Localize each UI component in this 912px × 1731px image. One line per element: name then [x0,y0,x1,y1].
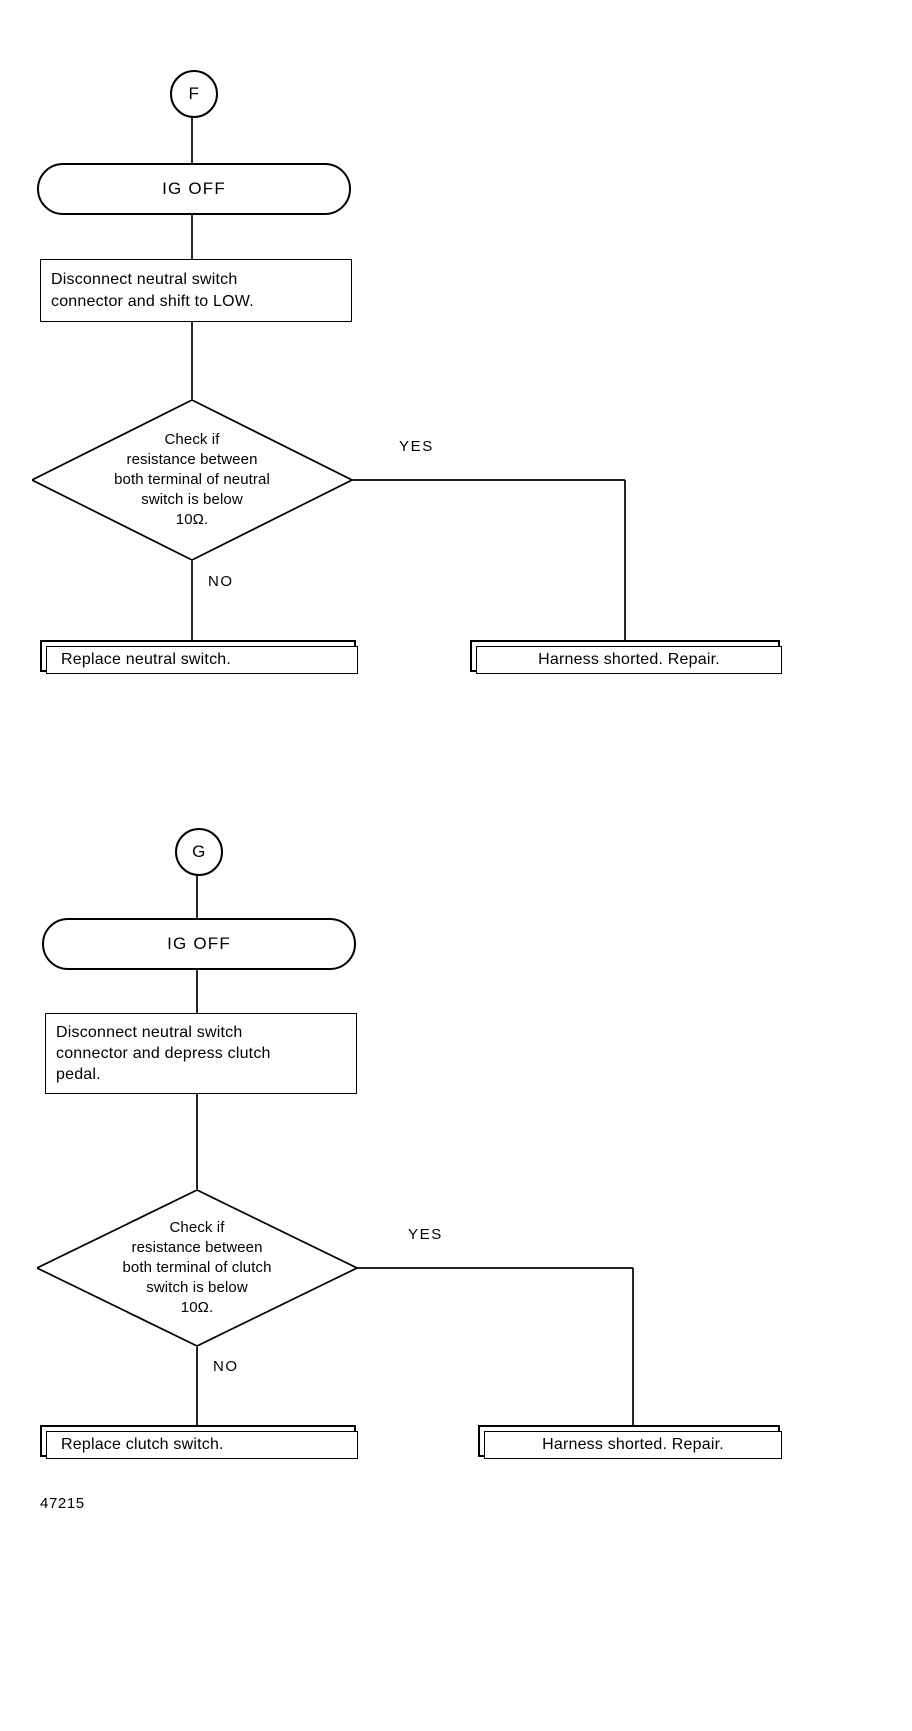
terminator-label: IG OFF [167,934,231,953]
connector-circle-g: G [175,828,223,876]
branch-label-no-f: NO [208,573,234,590]
connector-label: G [192,842,206,861]
decision-line-2: resistance between [126,450,258,468]
terminator-label: IG OFF [162,179,226,198]
decision-line-4: switch is below [141,491,243,509]
process-line-1: Disconnect neutral switch [56,1023,243,1041]
result-box-harness-shorted-f: Harness shorted. Repair. [470,640,782,674]
result-inner: Replace neutral switch. [46,646,358,674]
branch-label-yes-g: YES [408,1226,443,1243]
terminator-ig-off-g: IG OFF [42,918,356,970]
result-inner: Harness shorted. Repair. [484,1431,782,1459]
decision-text-g: Check if resistance between both termina… [37,1190,357,1346]
result-box-harness-shorted-g: Harness shorted. Repair. [478,1425,782,1459]
result-label: Replace clutch switch. [61,1436,224,1453]
process-line-2: connector and depress clutch [56,1044,271,1062]
result-label: Harness shorted. Repair. [538,651,720,668]
decision-text-f: Check if resistance between both termina… [32,400,352,560]
result-inner: Replace clutch switch. [46,1431,358,1459]
decision-line-2: resistance between [131,1238,263,1256]
decision-line-1: Check if [169,1218,225,1236]
decision-diamond-f: Check if resistance between both termina… [32,400,352,560]
process-line-2: connector and shift to LOW. [51,292,254,310]
decision-line-4: switch is below [146,1279,248,1297]
process-line-1: Disconnect neutral switch [51,271,238,289]
branch-label-no-g: NO [213,1358,239,1375]
figure-number: 47215 [40,1495,85,1512]
result-box-replace-neutral-switch: Replace neutral switch. [40,640,358,674]
decision-line-3: both terminal of clutch [122,1258,272,1276]
decision-line-5: 10Ω. [180,1299,214,1317]
decision-diamond-g: Check if resistance between both termina… [37,1190,357,1346]
connector-circle-f: F [170,70,218,118]
process-line-3: pedal. [56,1066,101,1084]
branch-label-yes-f: YES [399,438,434,455]
decision-line-5: 10Ω. [175,511,209,529]
process-box-f: Disconnect neutral switch connector and … [40,259,352,322]
result-inner: Harness shorted. Repair. [476,646,782,674]
result-box-replace-clutch-switch: Replace clutch switch. [40,1425,358,1459]
terminator-ig-off-f: IG OFF [37,163,351,215]
decision-line-1: Check if [164,430,220,448]
result-label: Replace neutral switch. [61,651,232,668]
result-label: Harness shorted. Repair. [542,1436,724,1453]
decision-line-3: both terminal of neutral [114,470,270,488]
process-box-g: Disconnect neutral switch connector and … [45,1013,357,1094]
connector-label: F [188,84,200,103]
